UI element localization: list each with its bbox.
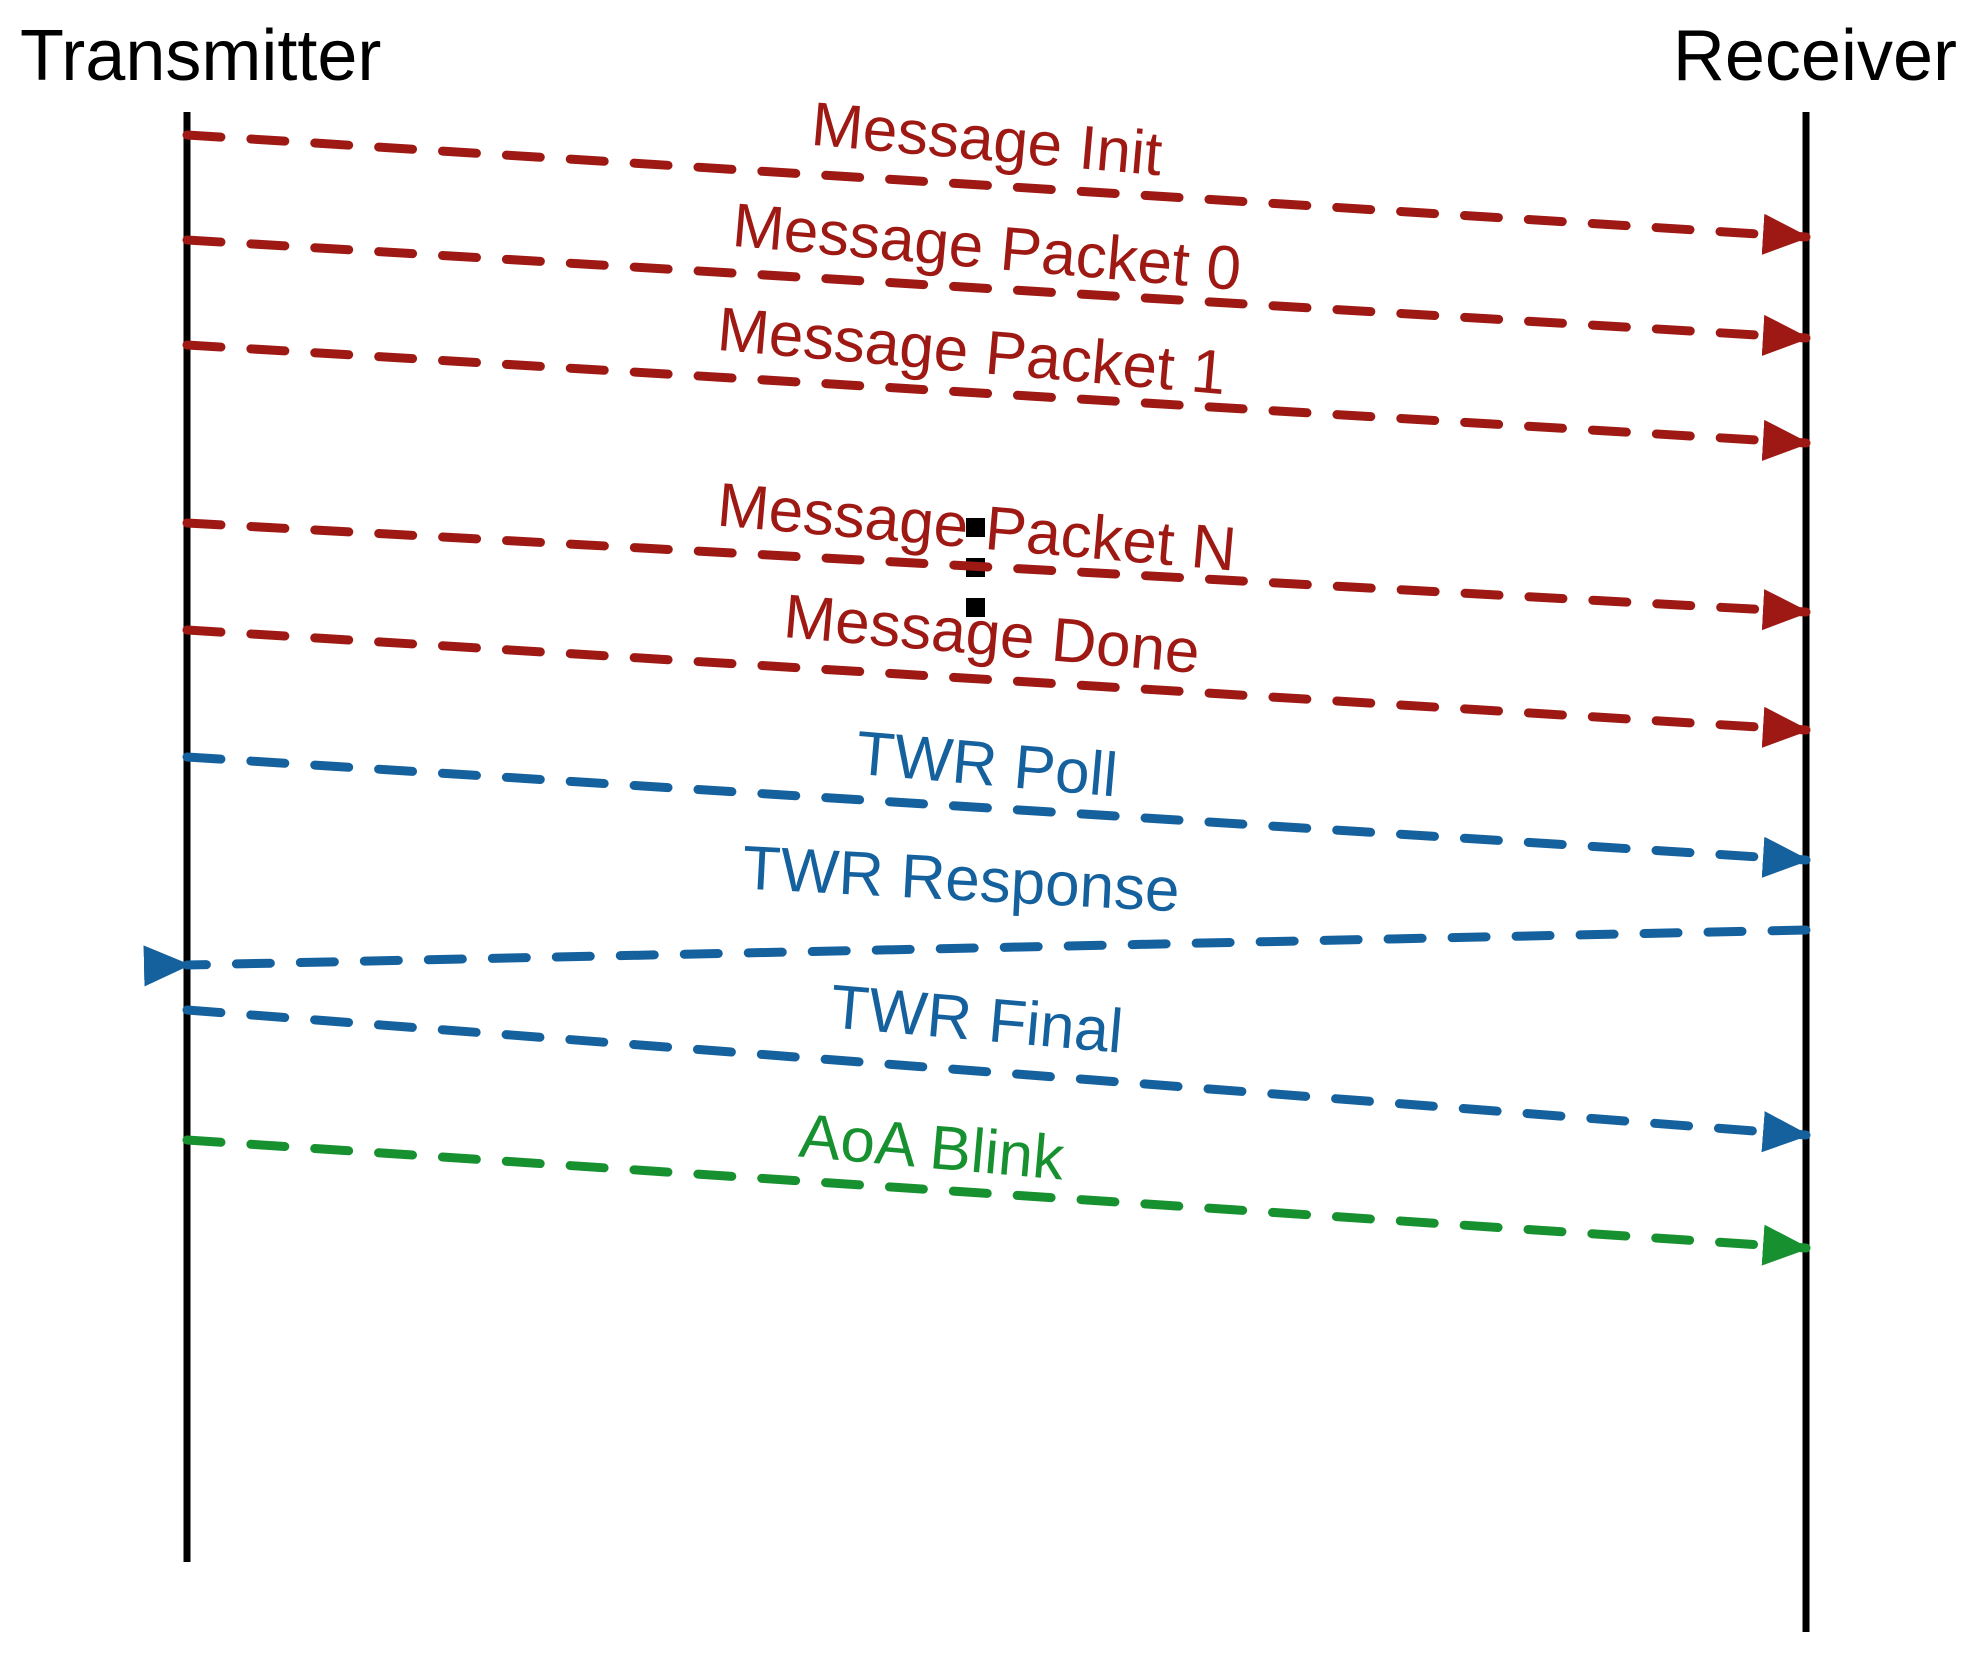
message-label: TWR Response: [741, 834, 1182, 926]
message-line: [182, 235, 1811, 356]
message-line: [182, 130, 1811, 255]
message-arrow[interactable]: Message Packet 0: [182, 191, 1811, 356]
message-arrow[interactable]: TWR Final: [182, 972, 1811, 1153]
actor-label-receiver: Receiver: [1673, 16, 1957, 96]
message-line: [182, 1005, 1811, 1153]
message-arrow[interactable]: TWR Response: [143, 834, 1811, 987]
message-arrow[interactable]: Message Done: [182, 582, 1811, 748]
message-label: TWR Poll: [853, 719, 1120, 811]
message-arrow[interactable]: TWR Poll: [182, 719, 1811, 878]
message-line: [182, 1135, 1811, 1266]
message-line: [182, 340, 1811, 461]
message-arrow[interactable]: AoA Blink: [182, 1102, 1811, 1266]
message-arrow[interactable]: Message Packet 1: [182, 295, 1811, 461]
message-line: [182, 518, 1811, 631]
message-label: TWR Final: [828, 972, 1126, 1066]
actor-label-transmitter: Transmitter: [20, 16, 381, 96]
message-line: [182, 625, 1811, 748]
message-line: [143, 925, 1811, 987]
message-line: [182, 752, 1811, 878]
message-arrow[interactable]: Message Packet N: [182, 471, 1811, 631]
